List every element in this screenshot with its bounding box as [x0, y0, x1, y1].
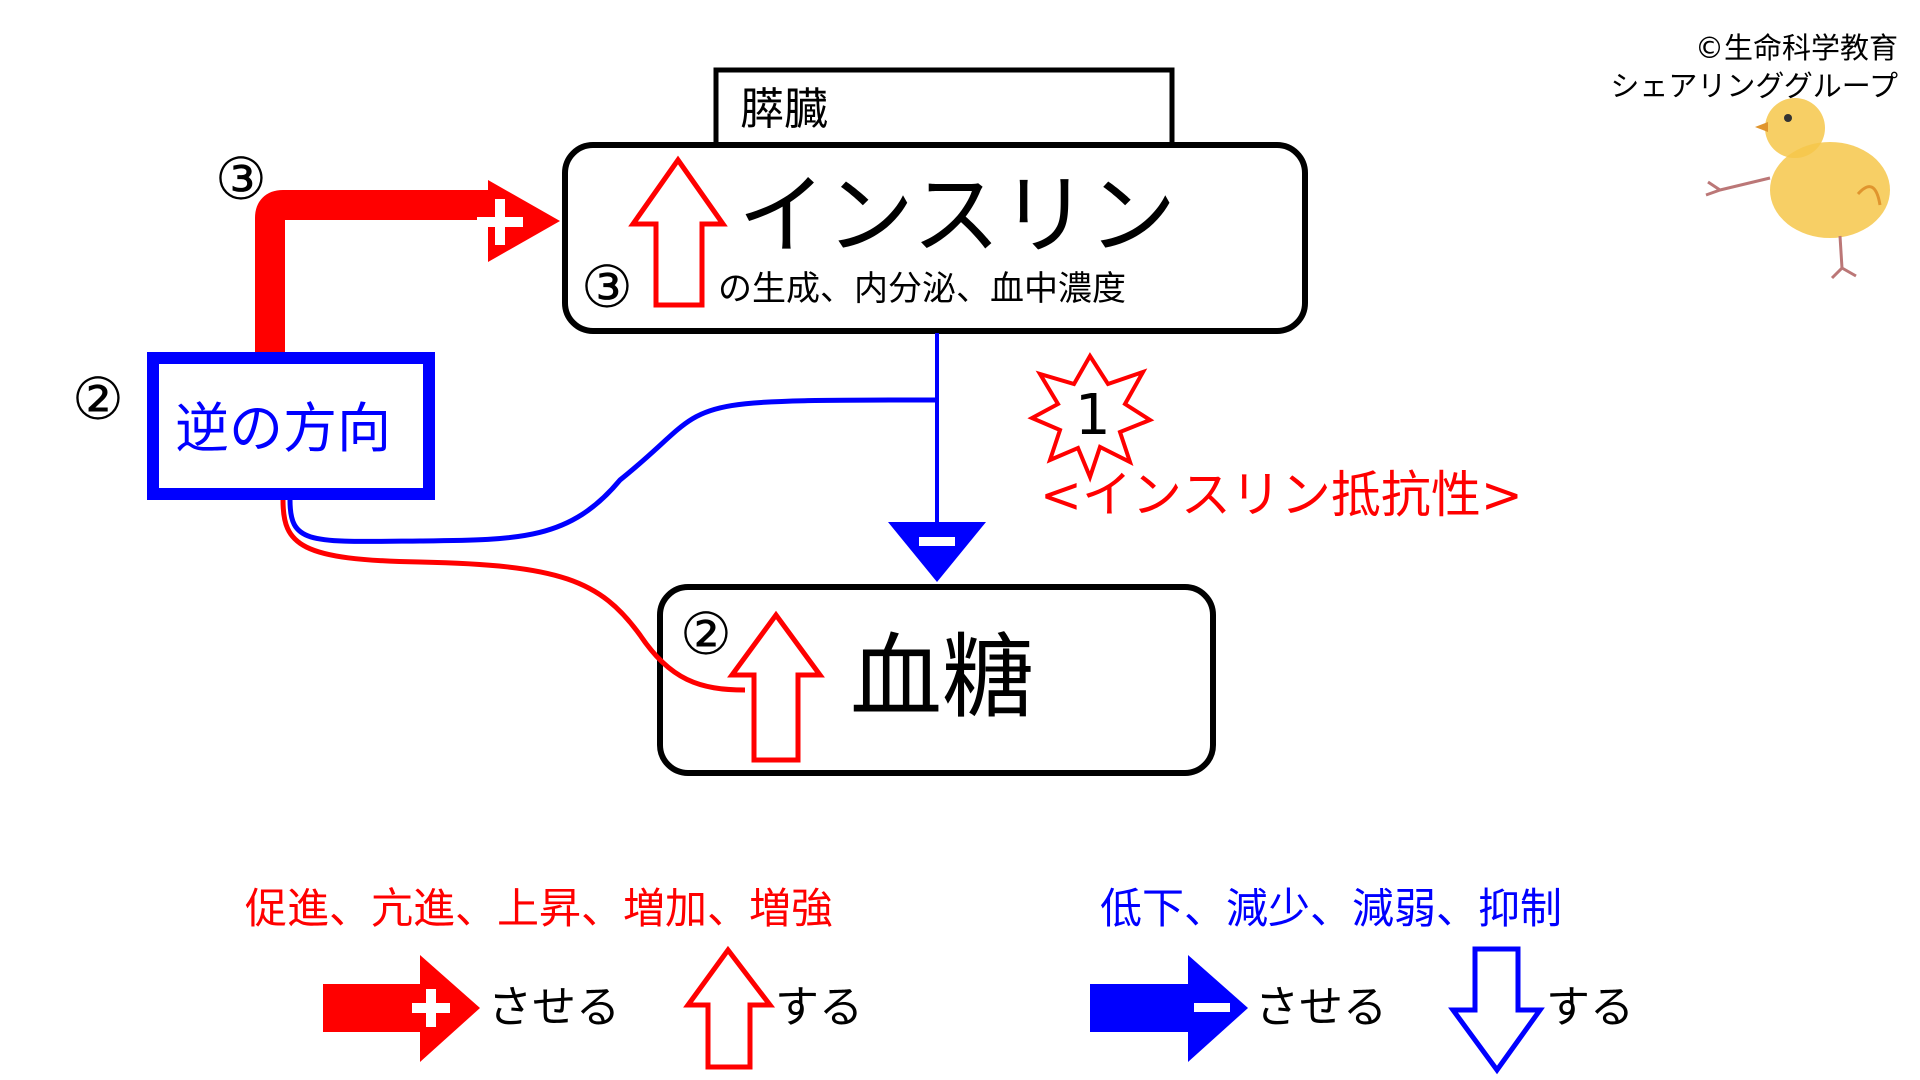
organ-label-box: [713, 67, 1175, 155]
copyright-line2: シェアリンググループ: [1610, 69, 1898, 103]
plus-arrow-icon: [255, 180, 560, 352]
minus-arrow-icon: [888, 522, 986, 582]
insulin-step-marker: ③: [581, 253, 633, 321]
legend-blue-down-text: する: [1546, 982, 1634, 1033]
blood-sugar-step-marker: ②: [680, 600, 732, 668]
legend-red-words: 促進、亢進、上昇、増加、増強: [245, 884, 834, 933]
insulin-box: [562, 142, 1308, 334]
red-feedback-curve: [280, 499, 746, 693]
legend-blue-words: 低下、減少、減弱、抑制: [1100, 884, 1563, 933]
reverse-box-label: 逆の方向: [175, 397, 391, 460]
minus-arrow-icon: [1090, 955, 1248, 1062]
insulin-title: インスリン: [738, 164, 1177, 267]
legend-red-up-text: する: [775, 982, 863, 1033]
legend-blue-arrow-text: させる: [1255, 982, 1387, 1033]
insulin-resistance-label: <インスリン抵抗性>: [1040, 466, 1523, 524]
explosion-burst-icon: [1027, 352, 1155, 483]
copyright-line1: ©生命科学教育: [1694, 31, 1898, 65]
down-arrow-icon: [1448, 946, 1545, 1075]
top-arrow-step-marker: ③: [215, 145, 267, 213]
reverse-box-step-marker: ②: [72, 365, 124, 433]
blue-feedback-curve: [287, 397, 938, 544]
blood-sugar-label: 血糖: [850, 624, 1035, 731]
up-arrow-icon: [628, 155, 728, 308]
chick-mascot-icon: [1705, 98, 1890, 280]
up-arrow-icon: [727, 610, 825, 763]
resistance-step-marker: 1: [1075, 383, 1111, 448]
organ-label: 膵臓: [740, 84, 828, 135]
reverse-box: [147, 352, 435, 500]
plus-arrow-icon: [323, 955, 480, 1062]
insulin-subtitle: の生成、内分泌、血中濃度: [718, 269, 1126, 309]
legend-red-arrow-text: させる: [488, 982, 620, 1033]
up-arrow-icon: [683, 945, 776, 1070]
